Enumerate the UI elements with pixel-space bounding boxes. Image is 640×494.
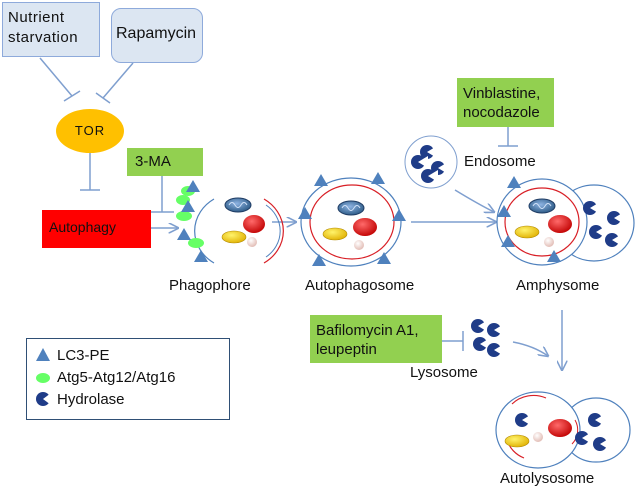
phagophore xyxy=(176,180,284,264)
bafilomycin-box xyxy=(310,315,442,363)
vinblastine-label: Vinblastine, nocodazole xyxy=(463,85,541,121)
three-ma-box xyxy=(127,148,203,176)
legend: LC3-PE Atg5-Atg12/Atg16 Hydrolase xyxy=(26,338,230,420)
rapamycin-box xyxy=(111,8,203,63)
endosome-vesicle xyxy=(404,135,458,189)
nutrient-starvation-label: Nutrient starvation xyxy=(8,9,79,46)
bafilomycin-label: Bafilomycin A1, leupeptin xyxy=(316,322,419,358)
flow-arrows xyxy=(151,189,562,370)
legend-label-atg: Atg5-Atg12/Atg16 xyxy=(57,369,176,386)
amphysome xyxy=(496,176,635,266)
autolysosome xyxy=(495,391,631,469)
amphysome-label: Amphysome xyxy=(516,277,600,294)
lysosome-vesicle xyxy=(471,319,504,357)
vinblastine-box xyxy=(457,78,554,127)
autophagosome xyxy=(298,172,406,267)
autolysosome-label: Autolysosome xyxy=(500,470,595,487)
legend-label-lc3: LC3-PE xyxy=(57,347,110,364)
inhibition-lines xyxy=(39,57,518,351)
autophagy-box xyxy=(42,210,151,248)
rapamycin-label: Rapamycin xyxy=(116,25,197,42)
tor-label: TOR xyxy=(74,123,106,138)
autophagosome-label: Autophagosome xyxy=(305,277,415,294)
autophagy-label: Autophagy xyxy=(49,219,116,235)
legend-label-hydrolase: Hydrolase xyxy=(57,391,125,408)
nutrient-starvation-box xyxy=(2,2,100,57)
triangle-icon xyxy=(36,348,50,361)
tor-node xyxy=(56,109,124,153)
oval-icon xyxy=(36,373,50,383)
three-ma-label: 3-MA xyxy=(135,153,171,170)
endosome-label: Endosome xyxy=(464,153,536,170)
hydrolase-icon xyxy=(36,392,51,406)
phagophore-label: Phagophore xyxy=(169,277,251,294)
lysosome-label: Lysosome xyxy=(410,364,478,381)
